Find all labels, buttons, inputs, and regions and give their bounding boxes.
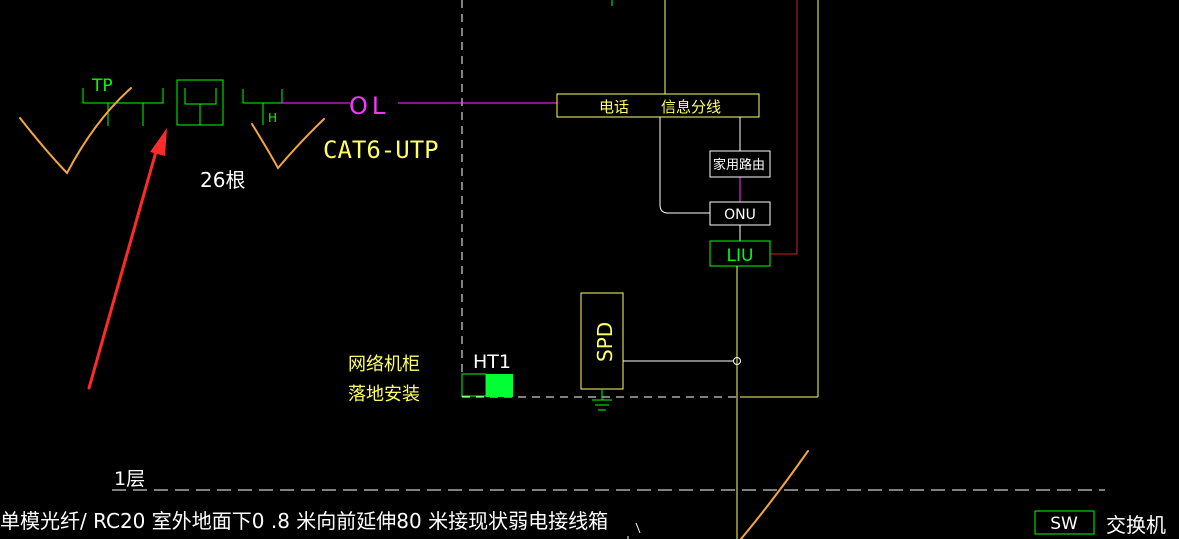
onu-label: ONU — [724, 207, 756, 223]
cat6-label: CAT6-UTP — [323, 136, 439, 164]
connection-lines — [659, 117, 741, 241]
liu-box — [709, 240, 771, 267]
h-outlet-symbol — [242, 89, 283, 125]
spd-label: SPD — [593, 322, 617, 362]
switch-label: 交换机 — [1106, 513, 1166, 537]
sw-box — [1034, 510, 1095, 535]
phone-splitter-box — [556, 93, 760, 118]
bottom-note: 单模光纤/ RC20 室外地面下0 .8 米向前延伸80 米接现状弱电接线箱 — [0, 509, 608, 533]
tp-label: TP — [91, 76, 113, 96]
router-box — [709, 150, 771, 178]
cabinet-label-1: 网络机柜 — [348, 354, 420, 375]
sw-label: SW — [1050, 514, 1078, 534]
liu-label: LIU — [727, 246, 754, 266]
red-arrow-icon — [87, 128, 167, 390]
ht1-label: HT1 — [473, 351, 511, 373]
h-label: H — [268, 111, 277, 125]
ol-label: OL — [349, 92, 389, 120]
floor-label: 1层 — [114, 468, 145, 490]
check-mark-icon — [19, 87, 809, 539]
router-label: 家用路由 — [713, 157, 765, 173]
red-line — [770, 0, 798, 255]
tp-outlet-symbol — [82, 88, 164, 126]
yellow-lines — [664, 0, 819, 398]
phone-splitter-label-1: 电话 — [599, 98, 629, 116]
cabinet-label-2: 落地安装 — [348, 384, 420, 405]
ht1-outline — [461, 373, 487, 397]
phone-splitter-label-2: 信息分线 — [661, 98, 721, 116]
count-label: 26根 — [200, 168, 245, 192]
distribution-box-symbol — [176, 79, 224, 126]
ground-icon — [592, 389, 612, 411]
onu-box — [709, 201, 771, 226]
ht1-fill-block — [486, 374, 513, 397]
bottom-ticks — [627, 522, 641, 539]
